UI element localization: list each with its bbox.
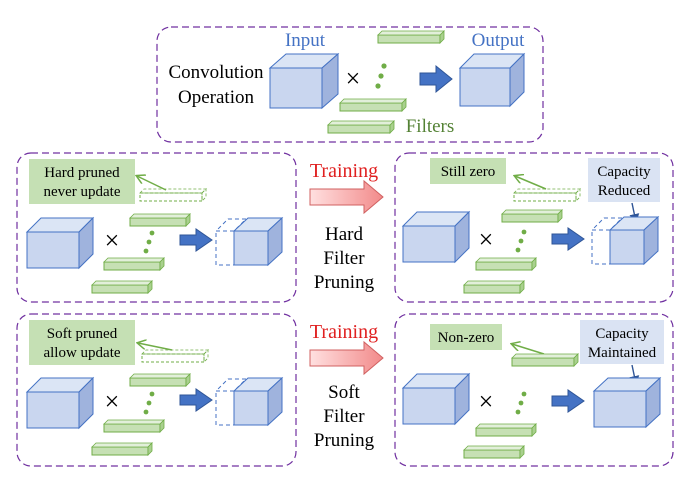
hard-training-arrow-icon bbox=[309, 179, 384, 215]
input-label: Input bbox=[285, 30, 326, 51]
capacity-reduced-note bbox=[588, 158, 660, 202]
conv-label-line1: Convolution bbox=[168, 62, 264, 83]
capacity-maintained-note bbox=[580, 320, 664, 364]
input-cube-icon bbox=[268, 52, 340, 110]
non-zero-pointer-icon bbox=[512, 344, 545, 355]
soft-method-line3: Pruning bbox=[314, 430, 375, 451]
soft-right-conv-arrow-icon bbox=[551, 389, 585, 413]
top-panel: Convolution Operation Input × Filters bbox=[156, 26, 544, 143]
hard-pruning-row: Hard pruned never update × bbox=[16, 152, 674, 303]
hard-right-input-cube-icon bbox=[401, 210, 471, 264]
still-zero-text: Still zero bbox=[441, 164, 496, 180]
soft-right-output-cube-icon bbox=[592, 376, 662, 429]
capacity-maintained-line1: Capacity bbox=[595, 326, 649, 342]
hard-method-line3: Pruning bbox=[314, 272, 375, 293]
non-zero-text: Non-zero bbox=[438, 330, 495, 346]
hard-note-pointer-icon bbox=[137, 176, 167, 191]
soft-pruning-row: Soft pruned allow update × bbox=[16, 313, 674, 467]
still-zero-filter-outline-icon bbox=[513, 188, 581, 202]
output-label: Output bbox=[472, 30, 526, 51]
soft-left-frame bbox=[16, 313, 297, 467]
soft-pruned-note-line1: Soft pruned bbox=[47, 326, 118, 342]
filters-label: Filters bbox=[406, 116, 455, 137]
soft-training-label: Training bbox=[310, 321, 378, 343]
soft-right-frame bbox=[394, 313, 674, 467]
non-zero-note bbox=[430, 324, 502, 350]
capacity-reduced-line2: Reduced bbox=[598, 183, 651, 199]
capacity-maintained-line2: Maintained bbox=[588, 345, 657, 361]
soft-input-cube-icon bbox=[25, 376, 95, 430]
conv-label-line2: Operation bbox=[178, 87, 254, 108]
times-symbol: × bbox=[346, 64, 361, 93]
filter-stack-icon bbox=[327, 30, 445, 134]
hard-times-symbol: × bbox=[105, 226, 120, 255]
hard-output-cube-icon bbox=[214, 216, 284, 267]
hard-method-line1: Hard bbox=[325, 224, 363, 245]
hard-input-cube-icon bbox=[25, 216, 95, 270]
hard-pruned-note-line1: Hard pruned bbox=[44, 165, 120, 181]
hard-filter-stack-icon bbox=[91, 213, 191, 294]
hard-right-conv-arrow-icon bbox=[551, 227, 585, 251]
soft-training-arrow-icon bbox=[309, 340, 384, 376]
top-frame bbox=[156, 26, 544, 143]
soft-right-input-cube-icon bbox=[401, 372, 471, 426]
hard-method-line2: Filter bbox=[323, 248, 365, 269]
still-zero-note bbox=[430, 158, 506, 184]
still-zero-pointer-icon bbox=[515, 176, 547, 190]
soft-pruned-note bbox=[29, 320, 135, 365]
output-cube-icon bbox=[458, 52, 526, 108]
soft-filter-stack-icon bbox=[91, 373, 191, 456]
soft-right-times-symbol: × bbox=[479, 387, 494, 416]
soft-conv-arrow-icon bbox=[179, 388, 213, 412]
soft-method-line2: Filter bbox=[323, 406, 365, 427]
soft-output-cube-icon bbox=[214, 376, 284, 427]
hard-right-frame bbox=[394, 152, 674, 303]
soft-times-symbol: × bbox=[105, 387, 120, 416]
hard-left-frame bbox=[16, 152, 297, 303]
non-zero-filter-icon bbox=[511, 353, 579, 367]
pruned-filter-outline-icon bbox=[139, 188, 207, 202]
capacity-reduced-line1: Capacity bbox=[597, 164, 651, 180]
hard-conv-arrow-icon bbox=[179, 228, 213, 252]
soft-right-filter-stack-icon bbox=[463, 391, 537, 459]
soft-note-pointer-icon bbox=[138, 343, 173, 351]
soft-method-line1: Soft bbox=[328, 382, 360, 403]
hard-pruned-note-line2: never update bbox=[43, 184, 120, 200]
hard-pruned-note bbox=[29, 159, 135, 204]
hard-right-filter-stack-icon bbox=[463, 209, 563, 294]
soft-pruned-note-line2: allow update bbox=[43, 345, 120, 361]
soft-pruned-filter-outline-icon bbox=[141, 349, 209, 363]
convolution-arrow-icon bbox=[419, 64, 453, 94]
hard-right-times-symbol: × bbox=[479, 225, 494, 254]
hard-training-label: Training bbox=[310, 160, 378, 182]
hard-right-output-cube-icon bbox=[590, 215, 660, 266]
